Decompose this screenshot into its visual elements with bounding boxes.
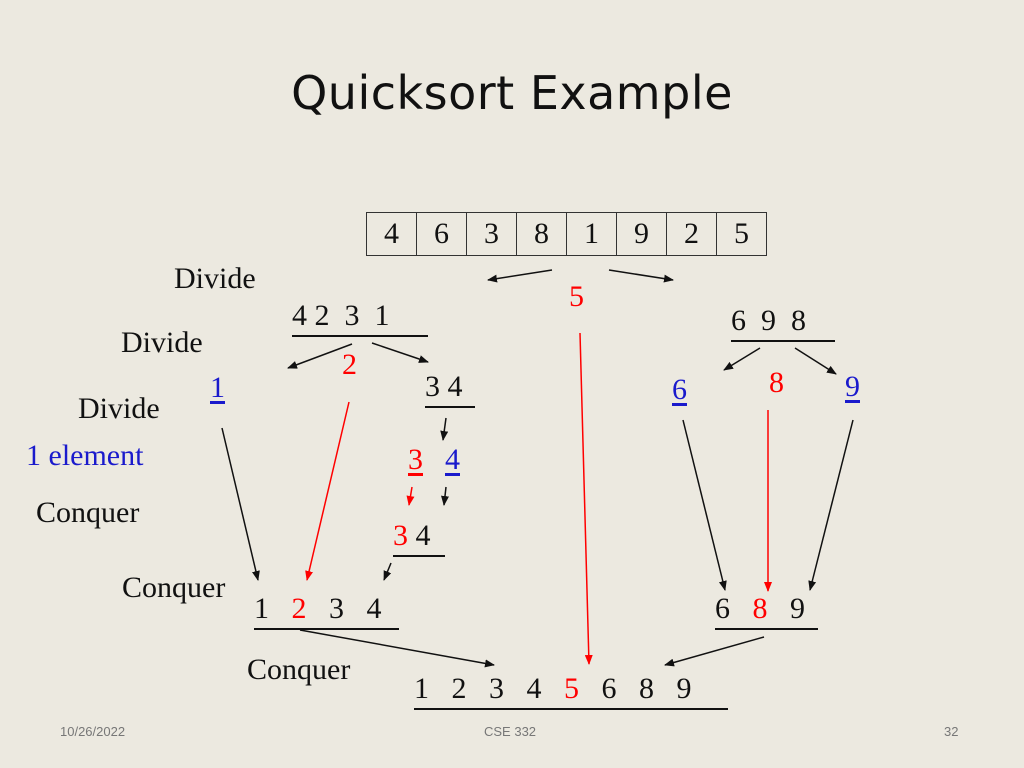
sorted-left: 1 2 3 4 — [254, 594, 399, 630]
array-cell: 1 — [566, 212, 617, 256]
arrow-34-split — [440, 417, 449, 441]
array-cell: 6 — [416, 212, 467, 256]
final-item: 3 — [489, 672, 504, 705]
final-pivot: 5 — [564, 672, 579, 705]
merged-34-rest: 4 — [415, 519, 431, 552]
sorted-left-item: 1 — [254, 592, 269, 625]
sorted-left-pivot: 2 — [291, 592, 307, 625]
array-cell: 3 — [466, 212, 517, 256]
final-item: 8 — [639, 672, 654, 705]
arrow-divide-left — [487, 269, 553, 283]
final-sorted: 1 2 3 4 5 6 8 9 — [414, 674, 728, 710]
footer-course: CSE 332 — [484, 724, 537, 739]
footer-date: 10/26/2022 — [60, 724, 126, 739]
arrow-divide-right — [608, 269, 674, 283]
array-cell: 9 — [616, 212, 667, 256]
arrow-sortedright-to-final — [664, 636, 765, 667]
final-item: 1 — [414, 672, 429, 705]
sorted-right-item: 9 — [790, 592, 805, 625]
array-cell: 2 — [666, 212, 717, 256]
arrow-right-to-9 — [794, 347, 837, 375]
array-cell: 5 — [716, 212, 767, 256]
arrow-1-to-sorted — [221, 427, 260, 581]
arrow-left-to-34 — [371, 342, 429, 363]
pivot-main: 5 — [569, 280, 584, 313]
sorted-left-item: 4 — [366, 592, 382, 625]
label-conquer-2: Conquer — [122, 571, 226, 604]
slide-title: Quicksort Example — [291, 66, 733, 120]
label-divide-1: Divide — [174, 262, 256, 295]
sorted-right-pivot: 8 — [752, 592, 768, 625]
right-partition: 6 9 8 — [731, 306, 835, 342]
pivot-left: 2 — [342, 348, 357, 381]
label-divide-3: Divide — [78, 392, 160, 425]
sorted-right-item: 6 — [715, 592, 730, 625]
label-conquer-1: Conquer — [36, 496, 140, 529]
label-divide-2: Divide — [121, 326, 203, 359]
array-cell: 8 — [516, 212, 567, 256]
arrow-pivot5-to-final — [579, 332, 593, 665]
arrow-pivot3-merge — [406, 486, 415, 506]
singleton-6: 6 — [672, 373, 687, 406]
singleton-4: 4 — [445, 443, 460, 476]
footer-page-number: 32 — [944, 724, 959, 739]
initial-array: 4 6 3 8 1 9 2 5 — [366, 212, 767, 256]
final-item: 2 — [451, 672, 467, 705]
final-item: 9 — [676, 672, 692, 705]
arrow-pivot2-to-sorted — [305, 401, 350, 581]
merged-34-pivot: 3 — [393, 519, 408, 552]
pivot-3: 3 — [408, 443, 423, 476]
final-item: 4 — [526, 672, 542, 705]
singleton-1: 1 — [210, 371, 225, 404]
final-item: 6 — [601, 672, 617, 705]
arrow-9-to-sorted — [808, 419, 854, 591]
left-partition: 4 2 3 1 — [292, 301, 428, 337]
arrow-4-merge — [441, 486, 449, 506]
subpartition-34: 3 4 — [425, 372, 475, 408]
sorted-left-item: 3 — [329, 592, 344, 625]
arrow-right-to-6 — [723, 347, 761, 371]
arrow-6-to-sorted — [682, 419, 727, 591]
arrow-34-to-sorted — [383, 562, 392, 581]
pivot-right: 8 — [769, 366, 784, 399]
label-one-element: 1 element — [26, 439, 144, 472]
array-cell: 4 — [366, 212, 417, 256]
singleton-9: 9 — [845, 370, 860, 403]
merged-34: 3 4 — [393, 521, 445, 557]
sorted-right: 6 8 9 — [715, 594, 818, 630]
label-conquer-3: Conquer — [247, 653, 351, 686]
